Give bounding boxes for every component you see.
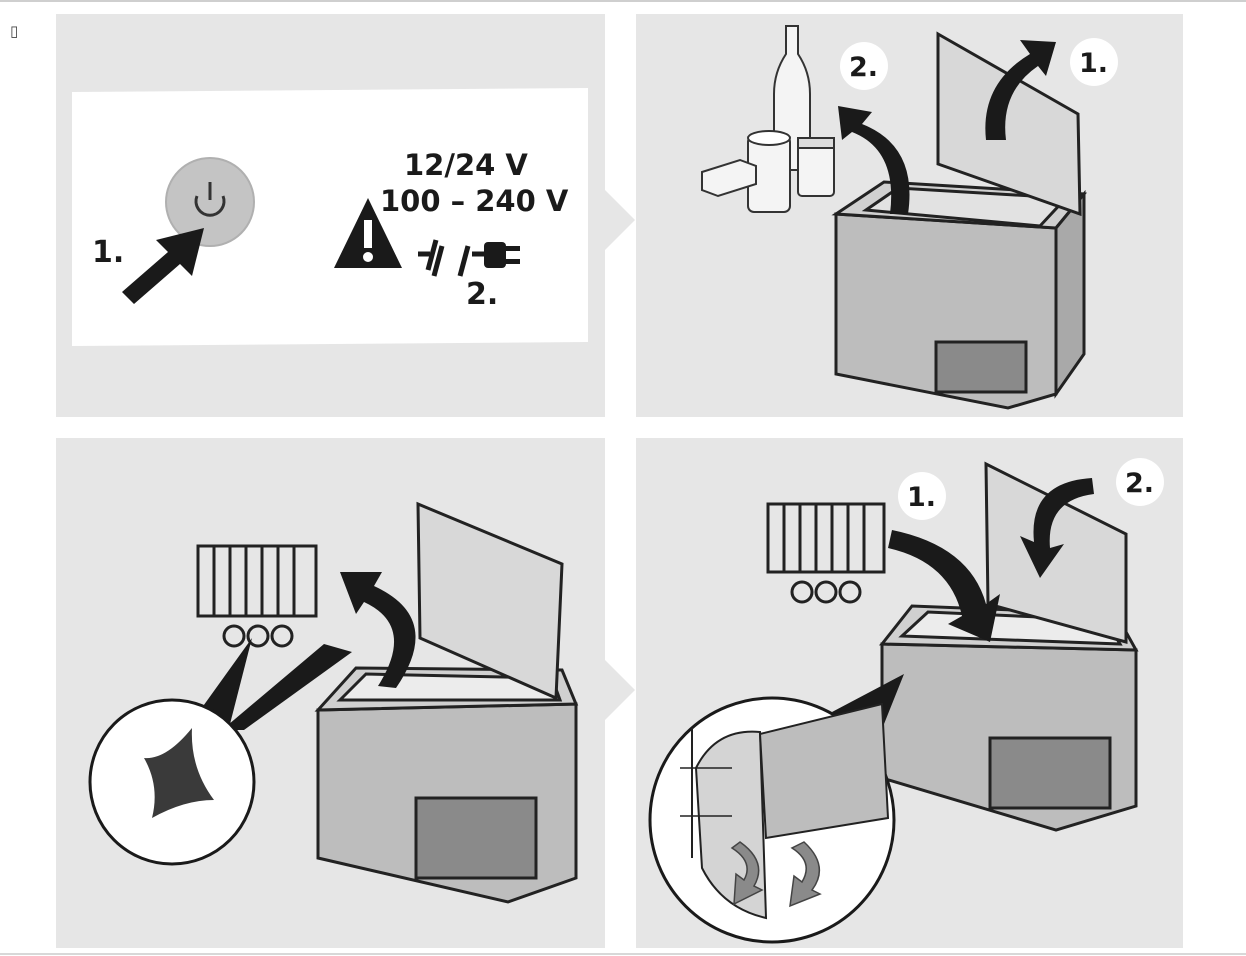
can-icon bbox=[747, 130, 791, 213]
cloth-detail bbox=[88, 698, 256, 866]
plug-icon bbox=[457, 242, 520, 277]
dc-symbol-icon bbox=[418, 239, 445, 277]
voltage-ac-label: 100 – 240 V bbox=[380, 184, 569, 218]
panel-power-on-drawing: 1. 12/24 V 100 – 240 V 2. bbox=[72, 88, 588, 346]
step-1-badge: 1. bbox=[898, 472, 946, 520]
cooler-box-icon bbox=[314, 501, 579, 904]
corner-glyph: ▯ bbox=[10, 22, 19, 40]
power-icon bbox=[165, 157, 255, 247]
step-1-label: 1. bbox=[1079, 48, 1108, 79]
butter-icon bbox=[701, 158, 757, 198]
airflow-arrow-icon-2 bbox=[789, 841, 822, 908]
press-arrow-icon bbox=[122, 228, 204, 304]
cloth-icon bbox=[144, 728, 214, 818]
load-items-arrow-icon bbox=[838, 106, 910, 214]
lift-lid-arrow-icon bbox=[985, 40, 1056, 140]
step-1-label: 1. bbox=[92, 235, 124, 270]
step-2-label: 2. bbox=[1125, 468, 1154, 499]
bottom-rule bbox=[0, 953, 1246, 955]
close-lid-arrow-icon bbox=[1020, 478, 1094, 578]
step-2-badge: 2. bbox=[840, 42, 888, 90]
step-2-badge: 2. bbox=[1116, 458, 1164, 506]
voltage-dc-label: 12/24 V bbox=[404, 148, 528, 182]
seal-detail bbox=[648, 696, 896, 944]
airflow-arrow-icon bbox=[730, 841, 764, 906]
panel-connector-2 bbox=[605, 660, 635, 720]
zoom-pointer-2 bbox=[222, 644, 352, 730]
panel-connector-1 bbox=[605, 190, 635, 250]
step-1-badge: 1. bbox=[1070, 38, 1118, 86]
panel-close-lid: 1. 2. bbox=[636, 438, 1183, 948]
panel-clean-interior-drawing bbox=[88, 501, 579, 904]
basket-icon bbox=[196, 544, 318, 648]
step-2-label: 2. bbox=[849, 52, 878, 83]
step-1-label: 1. bbox=[907, 482, 936, 513]
instruction-card bbox=[72, 88, 588, 346]
zoom-pointer bbox=[196, 638, 252, 724]
panel-load-cooler: 1. 2. bbox=[636, 14, 1183, 417]
panel-close-lid-drawing: 1. 2. bbox=[648, 458, 1164, 944]
warning-icon bbox=[334, 198, 402, 268]
top-rule bbox=[0, 0, 1246, 2]
cooler-box-icon bbox=[831, 31, 1088, 410]
step-2-label: 2. bbox=[466, 277, 498, 312]
jar-icon bbox=[797, 137, 835, 197]
panel-power-on: 1. 12/24 V 100 – 240 V 2. bbox=[56, 14, 605, 417]
open-lid-arrow-icon bbox=[340, 572, 416, 688]
panel-load-cooler-drawing: 1. 2. bbox=[701, 25, 1118, 410]
panel-clean-interior bbox=[56, 438, 605, 948]
basket-icon bbox=[766, 502, 886, 604]
insert-basket-arrow-icon bbox=[888, 530, 1000, 642]
